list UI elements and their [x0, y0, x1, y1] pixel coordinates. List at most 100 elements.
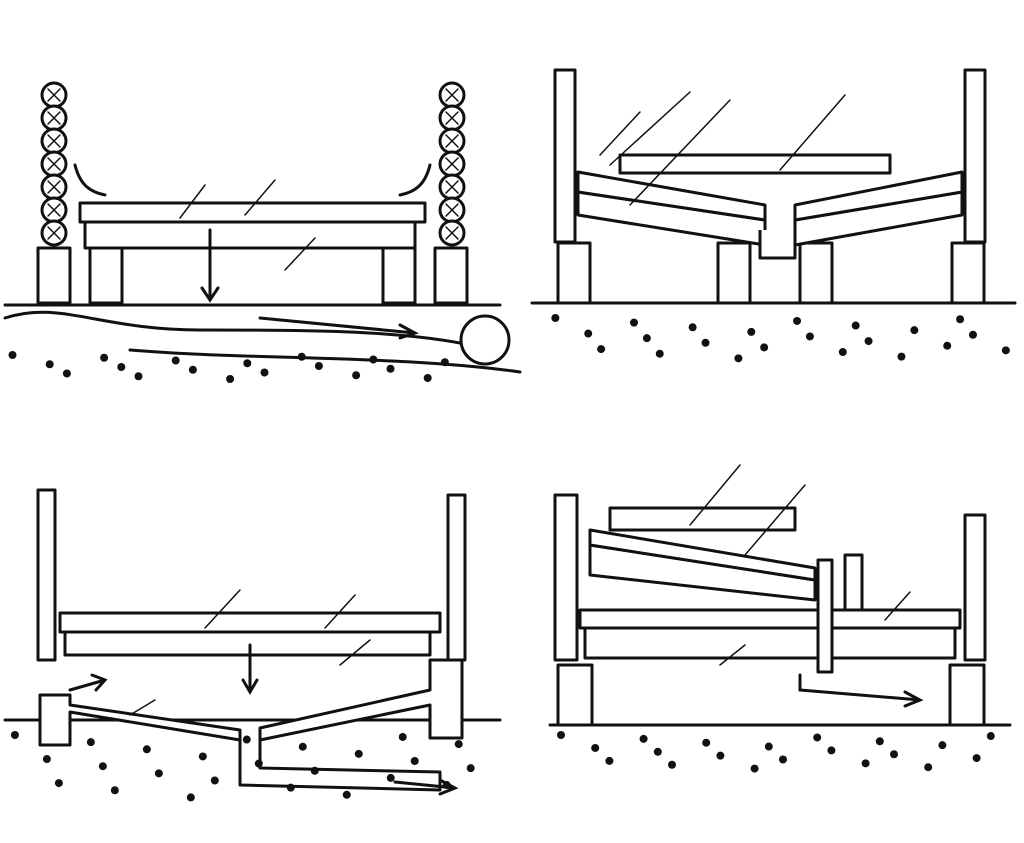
panel-concrete-ramp-drain-pipe: [3, 488, 502, 796]
soil-texture: [8, 314, 1010, 802]
water-arrow: [200, 228, 220, 303]
floor-boards: [58, 611, 442, 634]
log-grain: [47, 180, 61, 194]
leader-lines: [129, 589, 371, 716]
grating: [608, 506, 797, 532]
log-grain: [445, 226, 459, 240]
leader-lines: [599, 91, 846, 206]
soil-dot: [827, 746, 836, 755]
soil-dot: [910, 326, 919, 335]
drain-pipe: [816, 558, 834, 674]
soil-dot: [10, 731, 19, 739]
soil-dot: [188, 365, 197, 374]
soil-dot: [386, 773, 395, 782]
soil-dot: [310, 766, 319, 775]
soil-dot: [924, 763, 933, 772]
soil-dot: [442, 781, 451, 790]
log-grain: [47, 134, 61, 148]
wall-seal: [73, 163, 107, 197]
soil-dot: [100, 353, 109, 362]
soil-dot: [410, 757, 419, 765]
panel-single-slope-side-drain: [548, 464, 1012, 727]
post-right: [446, 493, 467, 662]
log-grain: [47, 226, 61, 240]
soil-dot: [861, 759, 870, 768]
floor-boards-left: [576, 170, 767, 222]
soil-dot: [793, 316, 802, 325]
soil-dot: [688, 323, 697, 332]
post-left: [36, 488, 57, 662]
soil-dot: [8, 351, 17, 359]
soil-dot: [242, 735, 251, 744]
soil-dot: [986, 732, 995, 741]
log-grain: [445, 134, 459, 148]
soil-dot: [297, 352, 306, 361]
soil-dot: [629, 318, 638, 327]
log-grain: [47, 88, 61, 102]
log-wall-left: [40, 81, 68, 247]
soil-dot: [342, 790, 351, 799]
gutter: [758, 230, 797, 260]
soil-dot: [655, 349, 664, 358]
soil-dot: [369, 355, 378, 364]
soil-dot: [668, 760, 676, 769]
log-grain: [47, 111, 61, 125]
soil-dot: [254, 759, 263, 768]
soil-dot: [938, 741, 947, 750]
soil-dot: [890, 750, 898, 759]
soil-dot: [864, 337, 873, 346]
floor-boards: [578, 608, 962, 630]
soil-dot: [734, 354, 743, 363]
soil-dot: [243, 359, 252, 368]
soil-dot: [764, 742, 773, 751]
soil-dot: [956, 315, 965, 324]
flow-arrow: [798, 673, 924, 708]
soil-dot: [298, 742, 307, 751]
soil-dot: [354, 749, 363, 758]
drain-riser: [843, 553, 864, 612]
soil-dot: [875, 737, 884, 746]
leader-lines: [179, 179, 316, 271]
soil-dot: [440, 358, 449, 367]
floor-beam: [583, 626, 957, 660]
log-grain: [445, 111, 459, 125]
panel-sloped-floor-central-gutter: [530, 68, 1017, 305]
soil-dot: [591, 743, 600, 752]
soil-dot: [639, 734, 648, 743]
soil-dot: [897, 352, 906, 361]
soil-dot: [154, 769, 163, 778]
soil-dot: [1001, 346, 1010, 355]
brick-piers: [556, 663, 986, 727]
soil-dot: [747, 327, 756, 336]
soil-dot: [805, 332, 814, 341]
soil-dot: [86, 738, 95, 747]
log-grain: [47, 203, 61, 217]
log-wall-right: [438, 81, 466, 247]
soil-dot: [54, 779, 63, 788]
soil-dot: [210, 776, 219, 785]
post-right: [963, 68, 987, 244]
soil-dot: [98, 762, 107, 771]
drain-pipe: [459, 314, 511, 366]
soil-dot: [398, 732, 407, 741]
waterproof-layer: [588, 528, 817, 582]
soil-dot: [62, 369, 71, 378]
floor-beam: [63, 630, 432, 657]
soil-dot: [226, 375, 235, 383]
concrete-ramp-right: [258, 658, 464, 742]
soil-dot: [551, 314, 560, 322]
soil-dot: [45, 360, 54, 369]
post-left: [553, 493, 579, 662]
soil-dot: [454, 740, 463, 749]
log-grain: [445, 180, 459, 194]
soil-dot: [423, 374, 432, 382]
brick-piers: [36, 246, 469, 305]
gravel-drain-layer: [3, 303, 522, 374]
soil-dot: [386, 364, 395, 373]
drain-pipe: [238, 735, 442, 792]
soil-dot: [557, 731, 565, 739]
soil-dot: [42, 755, 51, 764]
log-grain: [445, 203, 459, 217]
soil-dot: [171, 356, 180, 365]
soil-dot: [260, 368, 269, 377]
